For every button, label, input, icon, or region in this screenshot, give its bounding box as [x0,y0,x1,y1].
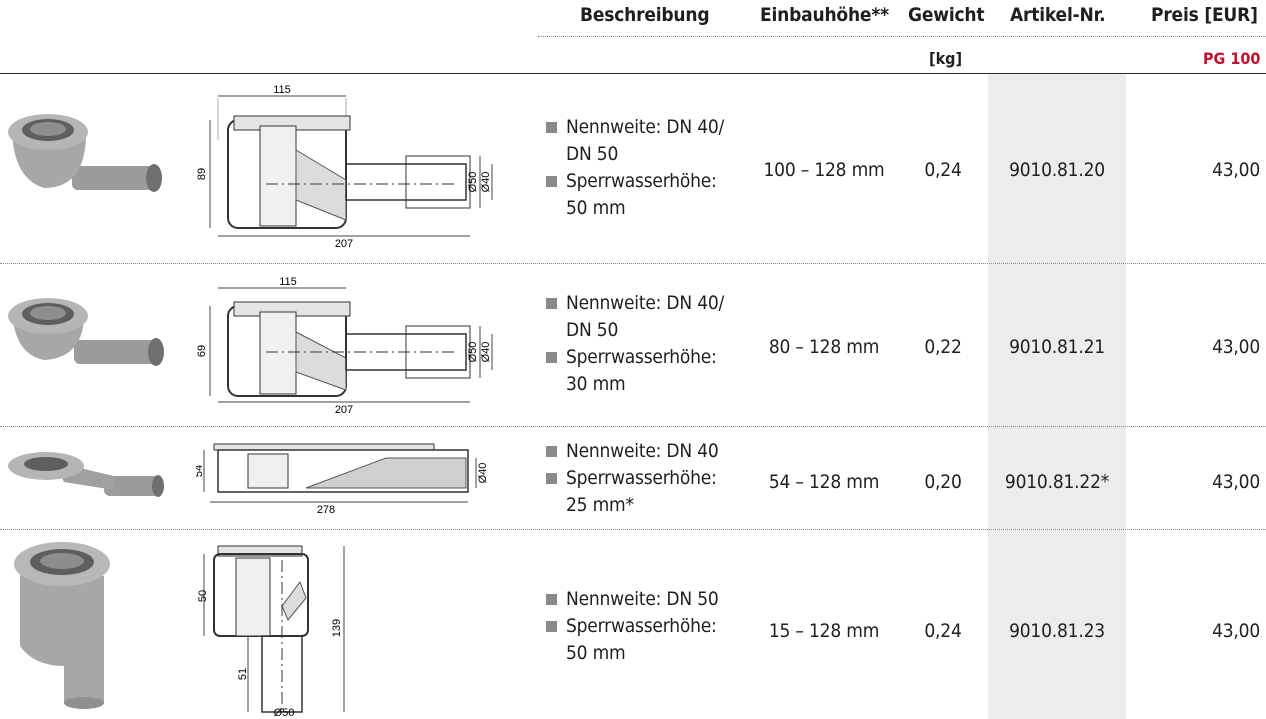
description-text: Sperrwasserhöhe: [566,346,717,368]
price-value: 43,00 [1212,620,1260,642]
weight-value: 0,24 [924,159,962,181]
dimension-label: Ø50 [467,172,479,193]
description-list: Nennweite: DN 50 Sperrwasserhöhe: 50 mm [546,586,719,667]
list-item: Nennweite: DN 40 [546,438,719,465]
row-divider [0,529,1266,530]
list-item: Nennweite: DN 40/DN 50 [546,114,724,168]
dimension-label: 278 [317,504,335,516]
dimension-label: 50 [197,590,209,602]
list-item: Sperrwasserhöhe: 25 mm* [546,465,719,519]
description-text: Nennweite: DN 50 [566,588,719,610]
price-value: 43,00 [1212,159,1260,181]
dimension-label: 207 [335,404,353,416]
list-item: Nennweite: DN 50 [546,586,719,613]
dimension-label: 54 [196,465,205,477]
dimension-label: Ø40 [477,463,489,484]
list-item: Nennweite: DN 40/DN 50 [546,290,724,344]
header-weight: Gewicht [908,4,985,26]
list-item: Sperrwasserhöhe: 50 mm [546,613,719,667]
dimension-label: Ø50 [274,707,295,718]
description-text: Sperrwasserhöhe: [566,467,717,489]
product-photo [8,452,164,497]
description-text: DN 50 [566,143,619,165]
description-text: 25 mm* [566,494,634,516]
product-photo [8,298,164,366]
header-rule [0,73,1266,74]
dimension-label: 115 [273,84,291,96]
description-text: DN 50 [566,319,619,341]
list-item: Sperrwasserhöhe: 50 mm [546,168,724,222]
description-text: Nennweite: DN 40 [566,440,719,462]
dimension-label: Ø50 [467,342,479,363]
weight-value: 0,22 [924,336,962,358]
description-text: 50 mm [566,642,626,664]
header-weight-unit: [kg] [929,49,963,68]
description-text: Nennweite: DN 40/ [566,116,725,138]
description-text: Sperrwasserhöhe: [566,170,717,192]
article-column-background [988,74,1126,719]
installation-height: 100 – 128 mm [763,159,885,181]
description-list: Nennweite: DN 40/DN 50 Sperrwasserhöhe: 3… [546,290,724,398]
price-value: 43,00 [1212,471,1260,493]
technical-drawing: 115 89 207 Ø50 Ø40 [196,84,493,250]
dimension-label: 69 [196,345,208,357]
header-description: Beschreibung [580,4,710,26]
article-number: 9010.81.20 [1009,159,1105,181]
header-article: Artikel-Nr. [1010,4,1106,26]
row-divider [0,426,1266,427]
header-divider [538,36,1266,37]
dimension-label: Ø40 [480,342,492,363]
weight-value: 0,20 [924,471,962,493]
article-number: 9010.81.21 [1009,336,1105,358]
technical-drawing: 115 69 207 Ø50 Ø40 [196,276,493,416]
dimension-label: 207 [335,238,353,250]
technical-drawing: 50 51 139 Ø50 [197,545,345,718]
article-number: 9010.81.23 [1009,620,1105,642]
product-photo [8,114,162,192]
price-value: 43,00 [1212,336,1260,358]
description-text: Nennweite: DN 40/ [566,292,725,314]
row-divider [0,263,1266,264]
dimension-label: 115 [279,276,297,288]
dimension-label: Ø40 [480,172,492,193]
technical-drawing: 54 278 Ø40 [196,443,489,516]
description-text: Sperrwasserhöhe: [566,615,717,637]
header-price-group: PG 100 [1203,49,1261,68]
header-height: Einbauhöhe** [760,4,889,26]
list-item: Sperrwasserhöhe: 30 mm [546,344,724,398]
installation-height: 54 – 128 mm [768,471,880,493]
description-text: 50 mm [566,197,626,219]
description-text: 30 mm [566,373,626,395]
article-number: 9010.81.22* [1004,471,1110,493]
installation-height: 80 – 128 mm [768,336,880,358]
dimension-label: 89 [196,168,208,180]
header-price: Preis [EUR] [1151,4,1258,26]
installation-height: 15 – 128 mm [768,620,880,642]
dimension-label: 51 [237,668,249,680]
description-list: Nennweite: DN 40/DN 50 Sperrwasserhöhe: 5… [546,114,724,222]
description-list: Nennweite: DN 40 Sperrwasserhöhe: 25 mm* [546,438,719,519]
weight-value: 0,24 [924,620,962,642]
dimension-label: 139 [331,619,343,637]
product-photo [14,542,110,709]
